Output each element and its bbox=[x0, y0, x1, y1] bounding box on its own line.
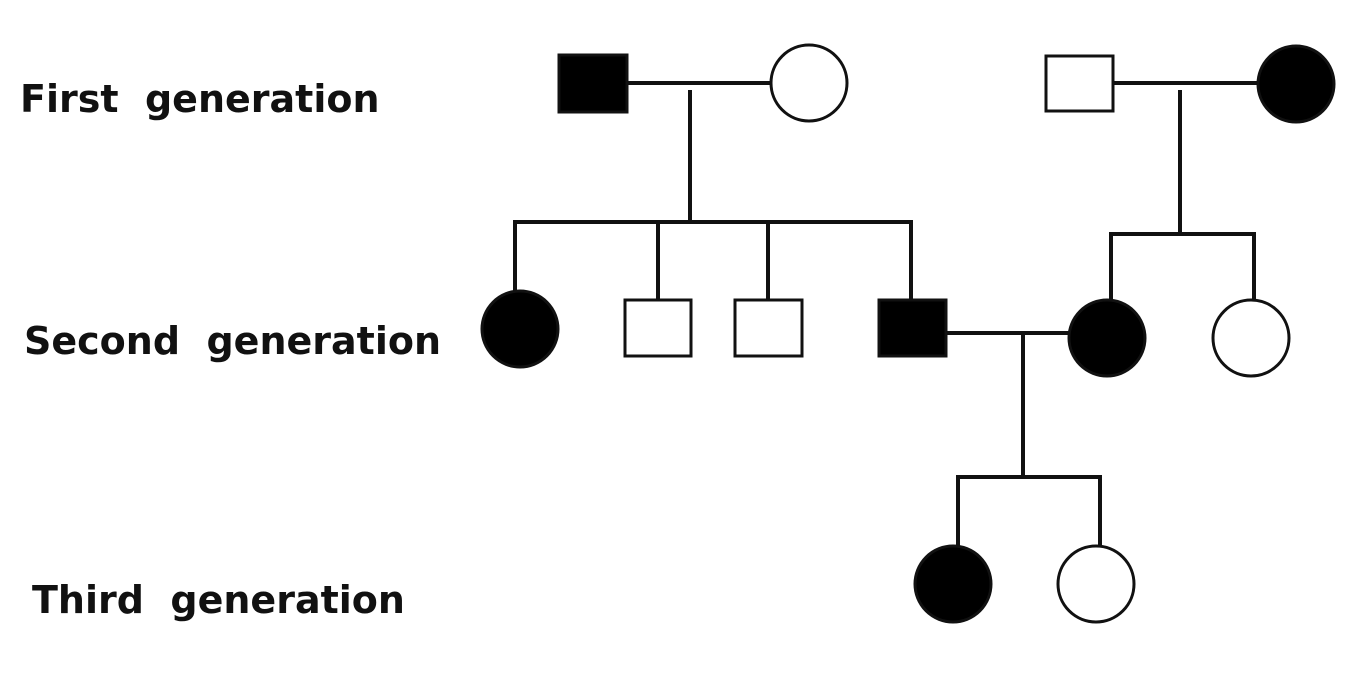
label-second-generation: Second generation bbox=[24, 319, 441, 363]
g1-unaffected-male-square bbox=[1044, 54, 1115, 113]
label-first-generation: First generation bbox=[20, 77, 380, 121]
g2-affected-male-square bbox=[877, 298, 948, 358]
g1-unaffected-female-circle bbox=[769, 43, 849, 123]
g2-affected-female-circle-spouse bbox=[1067, 298, 1147, 378]
pedigree-individuals bbox=[480, 43, 1336, 624]
g1-affected-male-square bbox=[557, 53, 629, 114]
g2-affected-female-circle bbox=[480, 289, 560, 369]
g2-unaffected-male-square-b bbox=[733, 298, 804, 358]
g1-affected-female-circle bbox=[1256, 44, 1336, 124]
g2-unaffected-female-circle bbox=[1211, 298, 1291, 378]
g3-unaffected-female-circle bbox=[1056, 544, 1136, 624]
label-third-generation: Third generation bbox=[32, 578, 405, 622]
g3-affected-female-circle bbox=[913, 544, 993, 624]
g2-unaffected-male-square-a bbox=[623, 298, 693, 358]
pedigree-lines bbox=[513, 81, 1258, 547]
